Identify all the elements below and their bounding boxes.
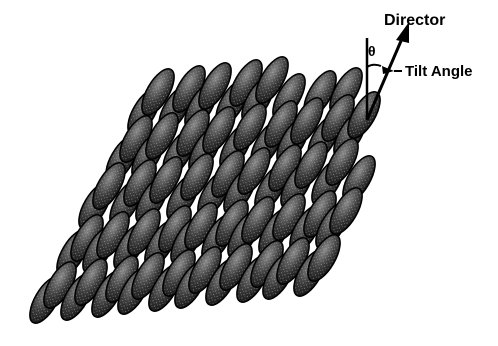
molecule bbox=[219, 243, 253, 291]
molecule bbox=[198, 62, 232, 110]
molecule bbox=[294, 141, 328, 189]
molecule bbox=[347, 91, 381, 139]
tilt-angle-arc bbox=[366, 63, 382, 68]
director-label: Director bbox=[384, 12, 445, 29]
molecule bbox=[233, 103, 267, 151]
molecule bbox=[105, 255, 139, 303]
molecule bbox=[268, 144, 302, 192]
molecule bbox=[145, 112, 179, 160]
director-arrowhead bbox=[396, 22, 409, 43]
molecule bbox=[188, 246, 222, 294]
molecule bbox=[290, 97, 324, 145]
molecule bbox=[149, 156, 183, 204]
director-arrow-shaft bbox=[365, 33, 406, 121]
theta-label: θ bbox=[368, 43, 376, 59]
molecule bbox=[237, 147, 271, 195]
molecule bbox=[264, 100, 298, 148]
molecule bbox=[202, 106, 236, 154]
molecule bbox=[92, 162, 126, 210]
molecule bbox=[329, 187, 363, 235]
molecule bbox=[180, 153, 214, 201]
tilt-angle-label: Tilt Angle bbox=[405, 63, 473, 80]
molecule bbox=[325, 138, 359, 186]
molecule bbox=[172, 65, 206, 113]
molecule bbox=[255, 56, 289, 104]
tilt-angle-pointer bbox=[382, 66, 394, 74]
director-indicator bbox=[365, 22, 409, 121]
molecule bbox=[141, 68, 175, 116]
molecule-layer bbox=[29, 56, 381, 324]
molecule bbox=[307, 234, 341, 282]
